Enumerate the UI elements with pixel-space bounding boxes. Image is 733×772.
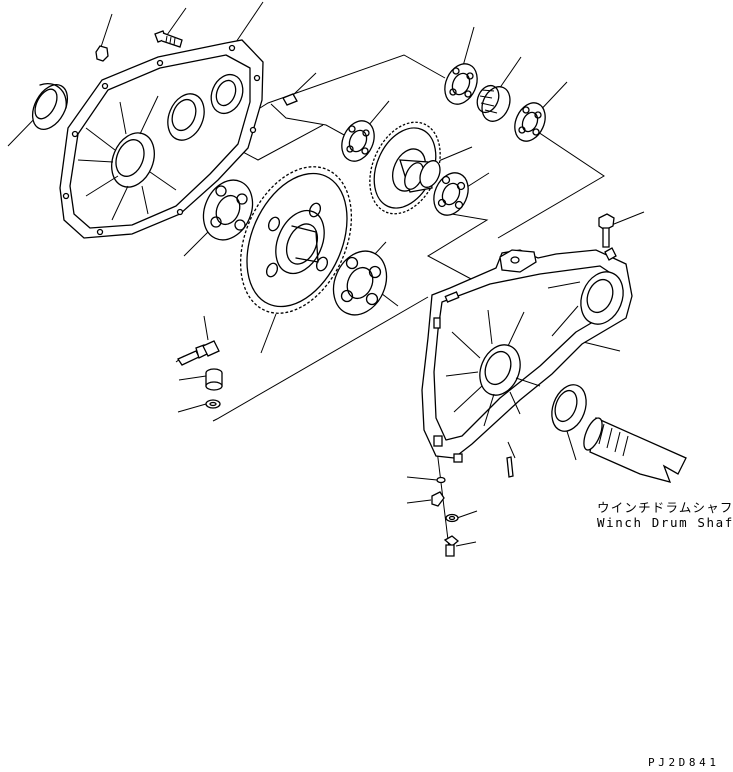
bearing-upper-1 [444, 63, 478, 105]
gear-case-body [421, 247, 633, 463]
small-parts-left [177, 340, 223, 409]
oil-seal-right [551, 384, 587, 432]
shaft-label-english: Winch Drum Shaft [597, 515, 733, 530]
bearing-middle-1 [341, 120, 375, 162]
small-parts-bottom [431, 456, 514, 557]
bearing-middle-2 [433, 172, 469, 216]
bearing-large [332, 250, 388, 316]
figure-code: PJ2D841 [648, 756, 720, 769]
assembly-lines [195, 54, 605, 549]
winch-drum-shaft [583, 417, 687, 483]
oil-seal-left [31, 83, 69, 130]
intermediate-gear [369, 121, 441, 215]
bolt-right [598, 213, 615, 248]
key-small [282, 93, 298, 106]
shaft-label-japanese: ウインチドラムシャフト [597, 500, 733, 515]
needle-bearing [476, 84, 511, 122]
bearing-upper-2 [514, 102, 546, 142]
gear-case-cover [59, 39, 264, 239]
large-gear [239, 166, 353, 314]
bolt-top [95, 30, 183, 62]
bearing-left [202, 179, 254, 241]
